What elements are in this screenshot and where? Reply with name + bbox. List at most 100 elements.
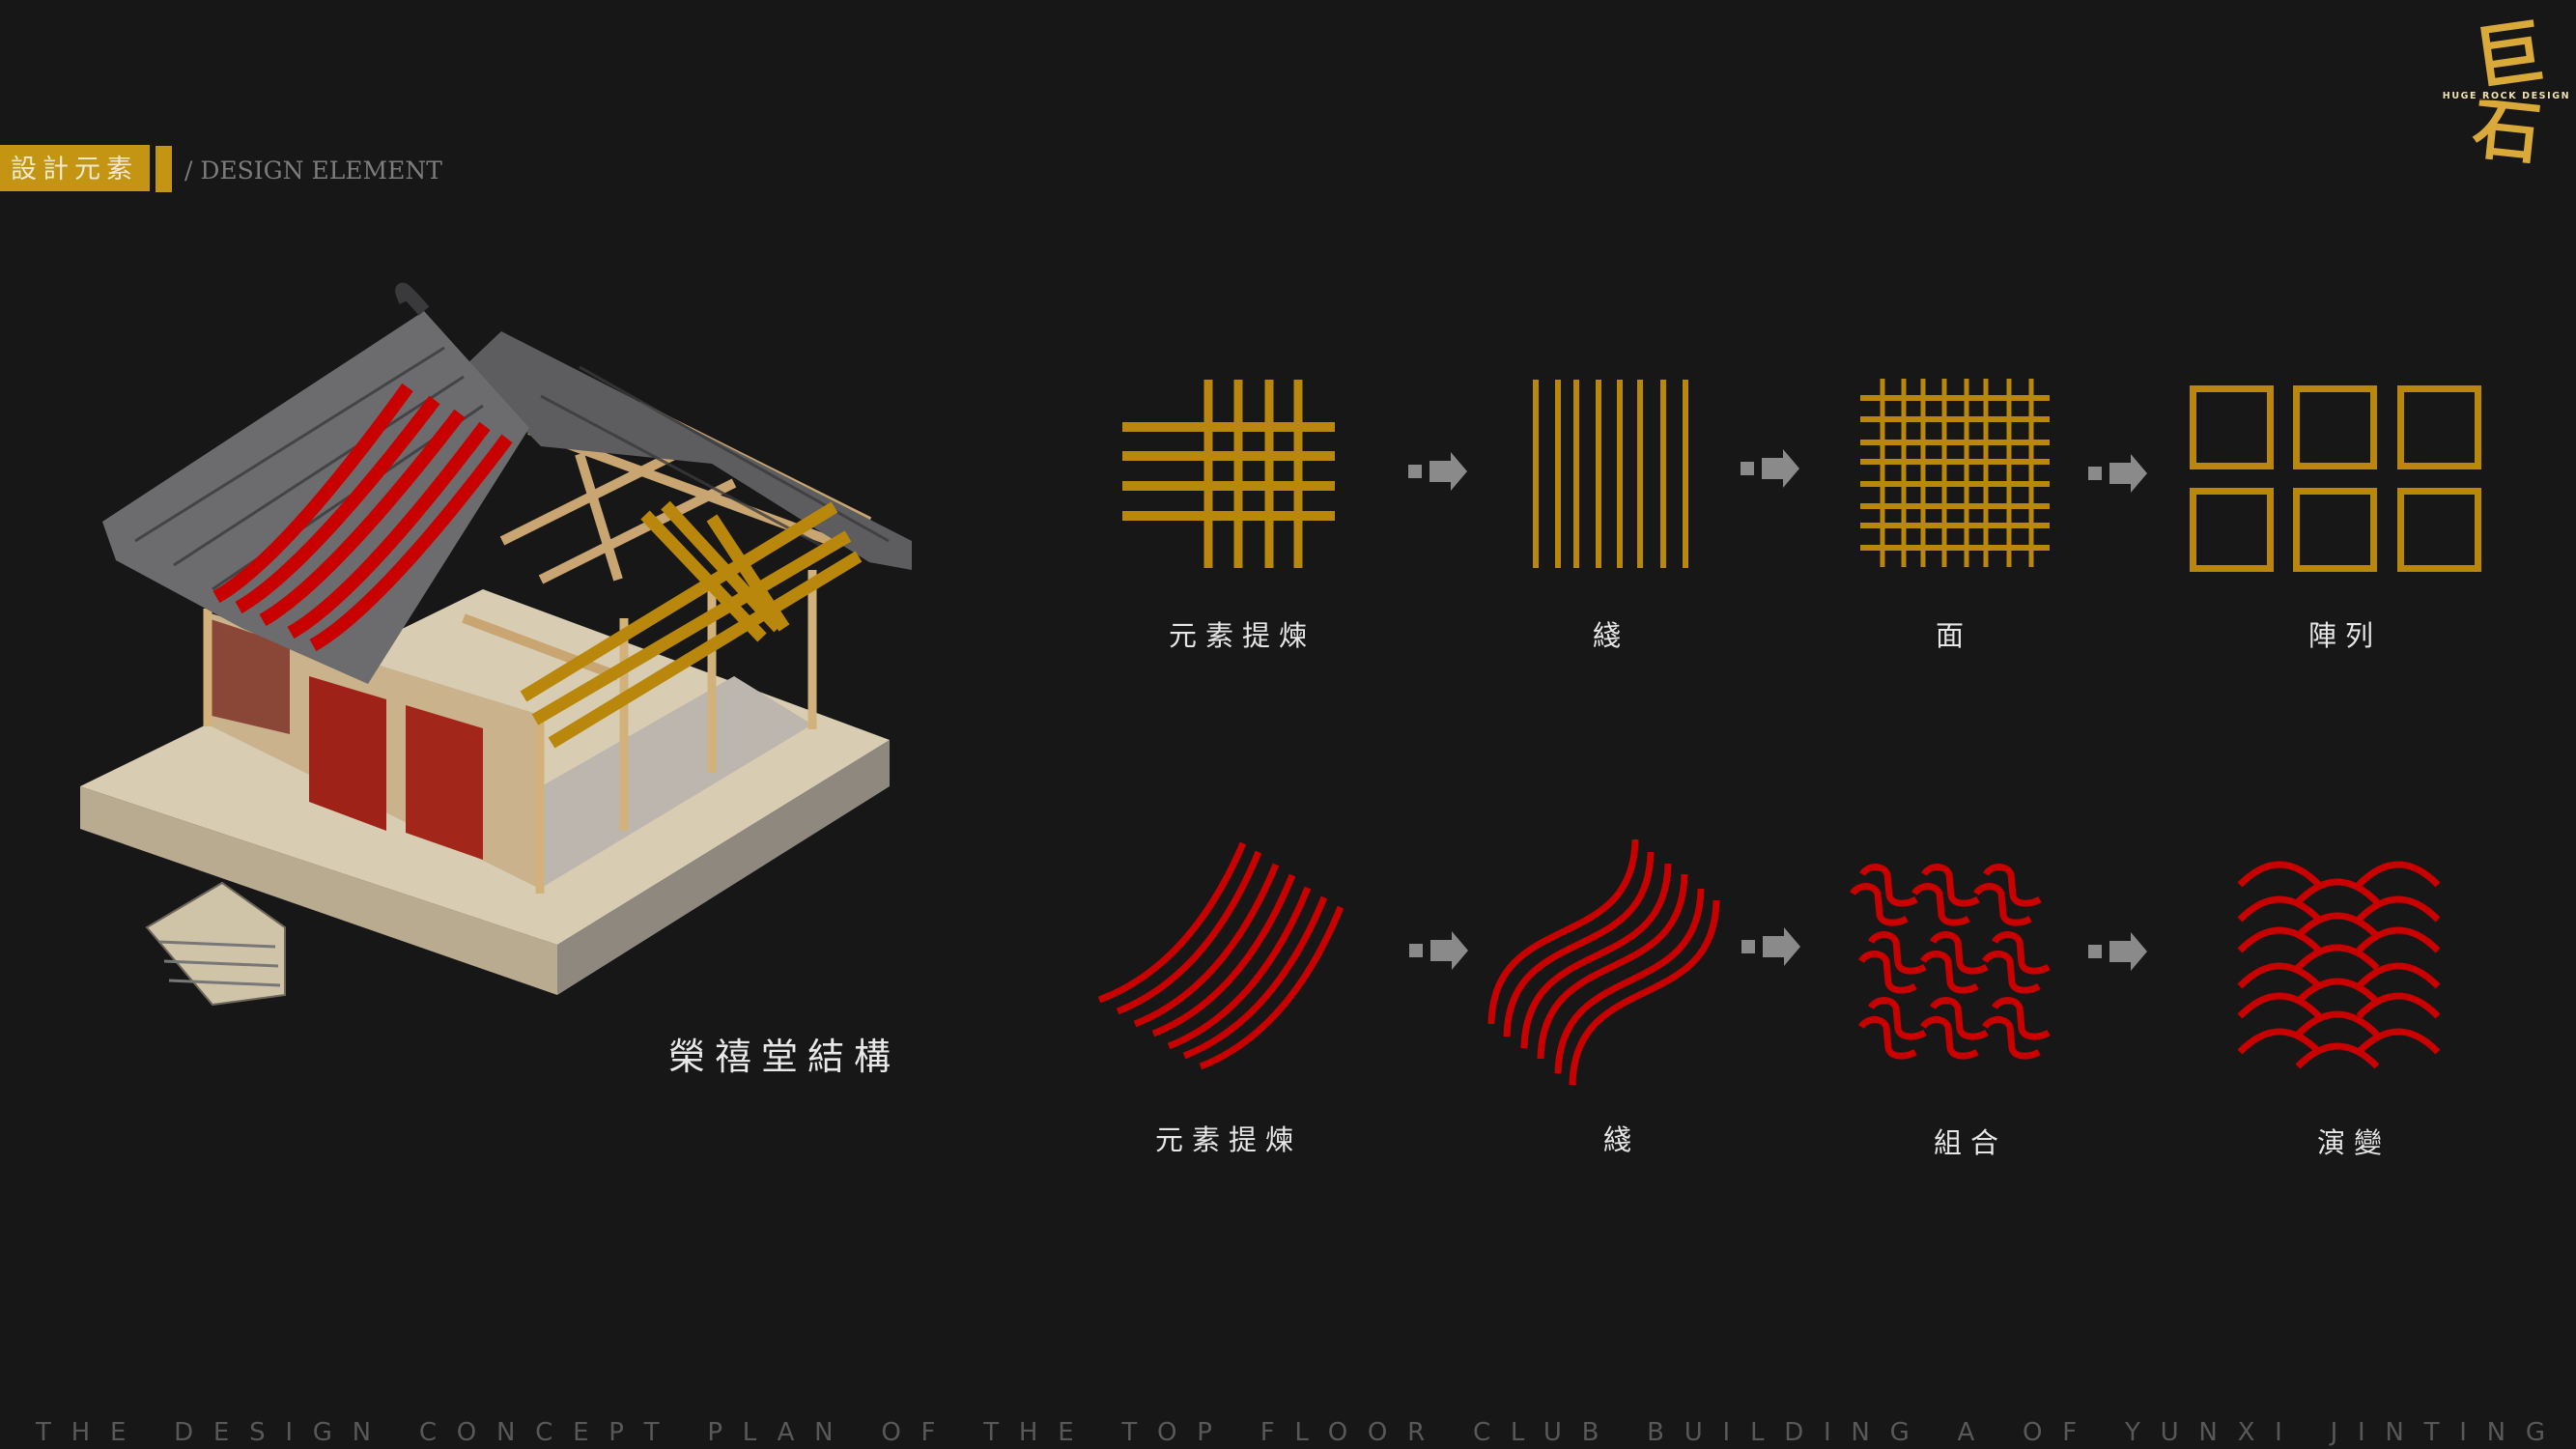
red-scale-arc [2295, 978, 2380, 1005]
gold-horizontal-bar [1122, 451, 1335, 461]
arrow-tail [2088, 945, 2102, 958]
label-combination: 組合 [1934, 1126, 2007, 1159]
brand-logo: 巨 石 HUGE ROCK DESIGN [2443, 9, 2570, 174]
gold-grid-horizontal [1860, 481, 2050, 487]
red-roof-stripe [287, 421, 491, 639]
gold-square [2190, 385, 2274, 469]
red-wave-glyph [1920, 1016, 1979, 1060]
pattern-square-array [2190, 385, 2481, 572]
arrow-head [1430, 452, 1467, 491]
bottom-row-labels: 元素提煉 綫 組合 演變 [1155, 1123, 2391, 1159]
red-wave-glyph [1921, 864, 1980, 907]
header-accent-bar [156, 146, 172, 192]
red-wave-glyph [1858, 1016, 1917, 1060]
arrow-tail [1741, 462, 1754, 475]
gold-grid-vertical [1880, 379, 1885, 567]
arrow-head [2109, 932, 2147, 971]
red-scale-arc [2356, 962, 2441, 989]
red-curve [1097, 841, 1247, 1004]
red-scale-arc [2295, 1010, 2380, 1037]
top-row-labels: 元素提煉 綫 面 陣列 [1169, 619, 2373, 652]
gold-grid-vertical [2028, 379, 2034, 567]
red-wave-glyph [1858, 951, 1917, 994]
gold-grid-vertical [1964, 379, 1969, 567]
gold-square [2190, 488, 2274, 572]
red-scale-arc [2295, 1042, 2380, 1069]
label-element-extraction: 元素提煉 [1155, 1123, 1302, 1156]
red-scale-arc [2356, 895, 2441, 923]
gold-grid-horizontal [1860, 523, 2050, 528]
red-scale-arc [2237, 992, 2322, 1019]
pattern-curve-extraction [1097, 841, 1345, 1070]
label-surface: 面 [1936, 619, 1972, 652]
red-curve [1182, 895, 1328, 1060]
arrow-right-icon [1408, 452, 1467, 491]
gold-line [1573, 380, 1579, 568]
gold-beam-line [520, 501, 838, 702]
header-subtitle: / DESIGN ELEMENT [184, 156, 442, 185]
red-wave-glyph [1992, 997, 2051, 1040]
red-wave-glyph [1868, 931, 1927, 975]
red-wave-glyph [1859, 864, 1918, 907]
red-wave-glyph [1983, 864, 2042, 907]
gold-pattern-row [1122, 379, 2481, 572]
gold-grid-horizontal [1860, 503, 2050, 509]
label-line: 綫 [1603, 1123, 1640, 1156]
platform-side-face [557, 740, 890, 995]
arrow-tail [1409, 944, 1423, 957]
gold-grid-vertical [2006, 379, 2012, 567]
arrow-right-icon [2088, 454, 2147, 493]
red-scale-arc [2237, 895, 2322, 923]
pattern-wave-combination [1850, 864, 2051, 1060]
header-badge-label: 設計元素 [11, 155, 138, 185]
red-scale-arc [2356, 992, 2441, 1019]
interior-floor [464, 676, 812, 889]
red-s-line [1503, 851, 1655, 1037]
red-curve [1151, 873, 1296, 1037]
flow-arrows [1408, 449, 2147, 971]
pattern-fish-scales [2237, 861, 2441, 1069]
pattern-lines [1533, 380, 1688, 568]
red-scale-arc [2237, 926, 2322, 953]
red-roof-stripe [259, 409, 466, 627]
pattern-grid-extraction [1122, 380, 1335, 568]
front-door-right [406, 705, 483, 860]
gold-grid-vertical [1901, 379, 1907, 567]
gold-line [1617, 380, 1623, 568]
red-pattern-row [1097, 838, 2441, 1086]
building-caption: 榮禧堂結構 [668, 1036, 900, 1078]
red-wave-glyph [1911, 883, 1970, 926]
arrow-tail [1741, 940, 1755, 953]
label-evolution: 演變 [2317, 1126, 2391, 1159]
gold-grid-horizontal [1860, 395, 2050, 401]
red-scale-arc [2356, 861, 2441, 888]
header-badge [0, 145, 150, 191]
gold-line [1637, 380, 1643, 568]
gold-horizontal-bar [1122, 481, 1335, 491]
gold-beam-line [706, 514, 790, 632]
gold-line [1533, 380, 1539, 568]
building-illustration: 榮禧堂結構 [80, 282, 912, 1078]
gold-beam-line [531, 530, 852, 725]
gold-line [1660, 380, 1666, 568]
gold-square [2293, 385, 2377, 469]
gold-grid-vertical [1920, 379, 1926, 567]
label-line: 綫 [1593, 619, 1629, 652]
red-scale-arc [2237, 861, 2322, 888]
red-scale-arc [2356, 926, 2441, 953]
gold-vertical-bar [1293, 380, 1303, 568]
red-wave-glyph [1992, 931, 2051, 975]
red-wave-glyph [1930, 997, 1989, 1040]
red-scale-arc [2237, 962, 2322, 989]
arrow-head [1762, 449, 1799, 488]
rear-roof [464, 331, 912, 570]
gold-vertical-bar [1203, 380, 1213, 568]
logo-tagline: HUGE ROCK DESIGN [2443, 91, 2570, 101]
red-curve [1167, 886, 1312, 1050]
gold-grid-horizontal [1860, 459, 2050, 465]
arrow-head [2109, 454, 2147, 493]
red-s-line [1569, 899, 1720, 1086]
arrow-head [1763, 927, 1800, 966]
arrow-tail [2088, 467, 2102, 480]
